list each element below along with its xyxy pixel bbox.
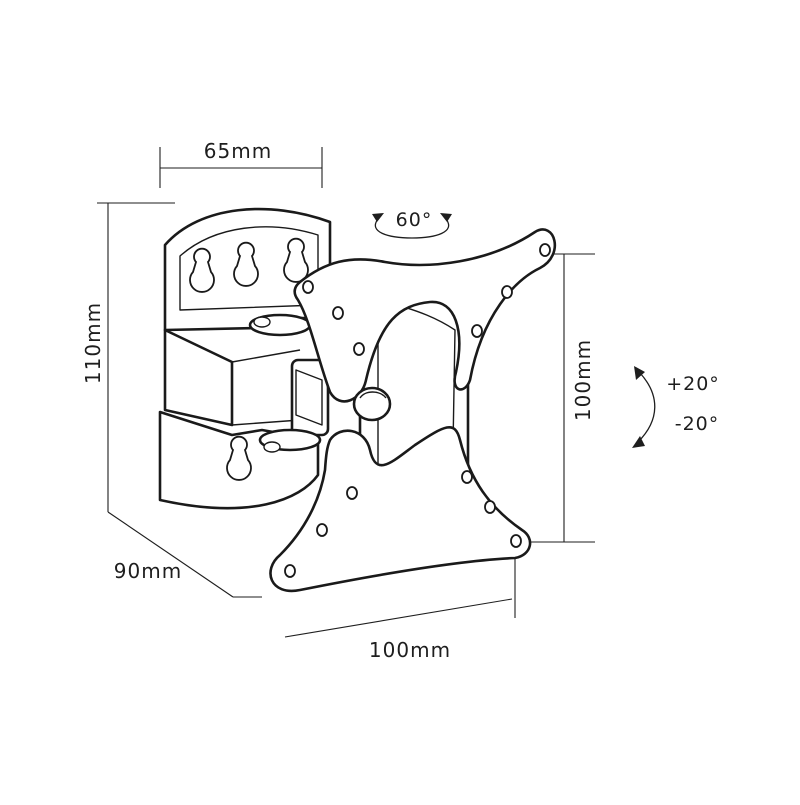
dimension-label-110mm: 110mm xyxy=(81,302,105,384)
dimension-label-100mm-height: 100mm xyxy=(571,339,595,421)
pivot-block-face xyxy=(295,369,323,426)
web-edge-top xyxy=(231,349,301,363)
tilt-arrowhead-up xyxy=(634,366,645,380)
keyhole-slot-4 xyxy=(226,435,252,481)
pivot-pin-top xyxy=(253,316,271,328)
keyhole-slot-3 xyxy=(283,237,309,283)
swivel-arc xyxy=(374,218,450,239)
vesa-plate xyxy=(269,228,557,593)
keyhole-slot-2 xyxy=(233,241,259,287)
dimension-label-65mm: 65mm xyxy=(204,139,272,163)
pivot-hinge xyxy=(248,313,330,453)
wall-plate xyxy=(158,207,332,510)
web-edge-bottom xyxy=(231,419,301,426)
tilt-arc xyxy=(637,372,656,443)
tilt-down-label: -20° xyxy=(675,413,720,435)
tilt-up-label: +20° xyxy=(666,373,720,395)
mounting-hole-12 xyxy=(284,564,296,578)
swivel-arrowhead-right xyxy=(440,213,452,222)
tilt-angle-indicator: +20° -20° xyxy=(632,366,720,448)
mounting-hole-8 xyxy=(484,500,496,514)
mounting-hole-6 xyxy=(471,324,483,338)
mounting-hole-10 xyxy=(346,486,358,500)
mounting-hole-11 xyxy=(316,523,328,537)
vesa-plate-upper-arm xyxy=(293,228,557,403)
mounting-hole-3 xyxy=(353,342,365,356)
mounting-hole-7 xyxy=(461,470,473,484)
swivel-arrowhead-left xyxy=(372,213,384,222)
dimension-90mm: 90mm xyxy=(107,511,262,598)
dimension-label-100mm-width: 100mm xyxy=(369,638,451,662)
tilt-arrowhead-down xyxy=(632,436,645,448)
mounting-hole-9 xyxy=(510,534,522,548)
wall-plate-web xyxy=(163,328,234,427)
vesa-plate-lower-arm xyxy=(269,425,532,593)
dimension-line xyxy=(284,598,513,638)
dimension-65mm: 65mm xyxy=(159,139,323,188)
swivel-angle-indicator: 60° xyxy=(372,209,452,239)
dimension-110mm: 110mm xyxy=(81,202,175,512)
mounting-hole-5 xyxy=(501,285,513,299)
pivot-pin-bottom xyxy=(263,441,281,453)
dimension-line xyxy=(107,511,234,598)
dimension-100mm-bottom: 100mm xyxy=(284,548,516,662)
dimension-label-90mm: 90mm xyxy=(114,559,182,583)
mounting-hole-4 xyxy=(539,243,551,257)
dimension-100mm-right: 100mm xyxy=(525,253,595,543)
swivel-angle-label: 60° xyxy=(396,209,433,231)
tilt-knob-detail xyxy=(359,391,387,399)
mounting-hole-2 xyxy=(332,306,344,320)
keyhole-slot-1 xyxy=(189,247,215,293)
mounting-hole-1 xyxy=(302,280,314,294)
